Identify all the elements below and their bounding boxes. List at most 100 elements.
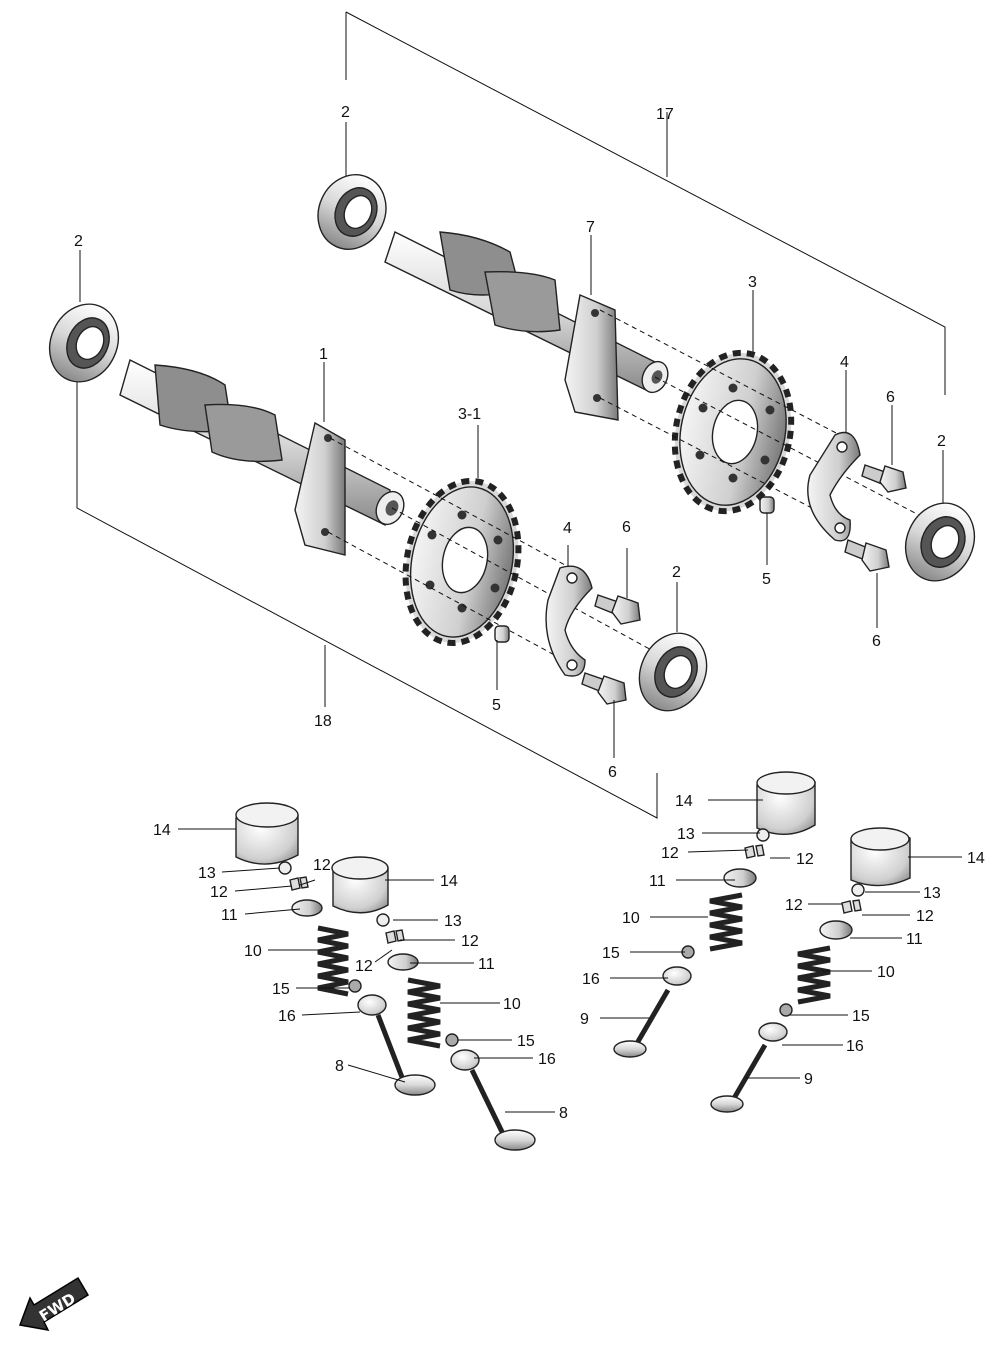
callout-13: 13: [198, 865, 216, 882]
cotter-2: [385, 929, 405, 944]
bucket-tappet-1: [235, 802, 299, 865]
retainer-3: [723, 868, 757, 888]
callout-12: 12: [313, 857, 331, 874]
shim-2: [376, 913, 390, 927]
callout-10: 10: [244, 943, 262, 960]
callout-11: 11: [906, 931, 923, 948]
callout-16: 16: [846, 1038, 864, 1055]
seal-2: [445, 1033, 459, 1047]
fwd-arrow-icon: FWD: [18, 1276, 90, 1332]
valve-intake-2: [469, 1068, 536, 1151]
callout-5: 5: [492, 697, 501, 714]
callout-labels: 2 17 2 7 3 1 4 6 2 3-1 4 6 5 2 6 5 6 18 …: [74, 104, 985, 1122]
bearing-lower-left: [48, 303, 120, 383]
bucket-tappet-4: [850, 827, 911, 887]
bearing-upper-right: [904, 502, 976, 582]
callout-16: 16: [538, 1051, 556, 1068]
spring-1: [317, 925, 349, 997]
seal-1: [348, 979, 362, 993]
pin-upper: [759, 496, 775, 514]
bracket-17: [345, 11, 946, 395]
bracket-18: [76, 378, 658, 819]
callout-12: 12: [461, 933, 479, 950]
callout-15: 15: [272, 981, 290, 998]
bucket-tappet-3: [756, 771, 816, 835]
callout-17: 17: [656, 106, 674, 123]
flange-lower: [294, 421, 346, 556]
callout-12: 12: [916, 908, 934, 925]
callout-16: 16: [582, 971, 600, 988]
sprocket-upper: [671, 349, 795, 515]
callout-7: 7: [586, 219, 595, 236]
callout-3-1: 3-1: [458, 406, 481, 423]
valve-intake-1: [375, 1014, 436, 1096]
valve-exhaust-1: [613, 988, 671, 1058]
callout-15: 15: [852, 1008, 870, 1025]
bolt-upper-a: [861, 464, 907, 493]
callout-12: 12: [355, 958, 373, 975]
bearing-lower-right: [638, 632, 708, 712]
callout-1: 1: [319, 346, 328, 363]
callout-14: 14: [440, 873, 458, 890]
plate-upper: [807, 431, 861, 542]
callout-2: 2: [937, 433, 946, 450]
pin-lower: [494, 625, 510, 643]
spring-4: [797, 945, 831, 1005]
cotter-4: [841, 899, 862, 914]
plate-lower: [545, 565, 593, 677]
bucket-tappet-2: [331, 856, 389, 914]
callout-15: 15: [517, 1033, 535, 1050]
callout-6: 6: [622, 519, 631, 536]
cotter-3: [744, 844, 765, 859]
flange-upper: [564, 294, 619, 421]
seat-4: [758, 1022, 788, 1042]
callout-14: 14: [967, 850, 985, 867]
callout-10: 10: [503, 996, 521, 1013]
callout-4: 4: [563, 520, 572, 537]
spring-3: [709, 892, 743, 952]
callout-10: 10: [622, 910, 640, 927]
retainer-1: [291, 899, 323, 917]
seat-3: [662, 966, 692, 986]
bolt-lower-b: [581, 672, 627, 705]
shim-1: [278, 861, 292, 875]
bearing-upper-left: [317, 174, 387, 250]
shim-3: [756, 828, 770, 842]
callout-11: 11: [649, 873, 666, 890]
callout-15: 15: [602, 945, 620, 962]
shim-4: [851, 883, 865, 897]
callout-2: 2: [341, 104, 350, 121]
seal-4: [779, 1003, 793, 1017]
callout-9: 9: [804, 1071, 813, 1088]
callout-18: 18: [314, 713, 332, 730]
callout-6: 6: [872, 633, 881, 650]
callout-16: 16: [278, 1008, 296, 1025]
callout-13: 13: [677, 826, 695, 843]
callout-14: 14: [153, 822, 171, 839]
callout-2: 2: [74, 233, 83, 250]
callout-12: 12: [210, 884, 228, 901]
retainer-2: [387, 953, 419, 971]
seat-2: [450, 1049, 480, 1071]
spring-2: [407, 977, 441, 1049]
callout-6: 6: [608, 764, 617, 781]
callout-13: 13: [923, 885, 941, 902]
callout-12: 12: [796, 851, 814, 868]
callout-11: 11: [221, 907, 238, 924]
callout-9: 9: [580, 1011, 589, 1028]
sprocket-lower: [402, 477, 522, 647]
callout-8: 8: [335, 1058, 344, 1075]
callout-12: 12: [661, 845, 679, 862]
callout-10: 10: [877, 964, 895, 981]
camshaft-upper: [384, 231, 669, 394]
valve-exhaust-2: [710, 1043, 768, 1113]
bolt-lower-a: [594, 594, 641, 625]
callout-8: 8: [559, 1105, 568, 1122]
callout-2: 2: [672, 564, 681, 581]
callout-4: 4: [840, 354, 849, 371]
callout-12: 12: [785, 897, 803, 914]
callout-3: 3: [748, 274, 757, 291]
callout-5: 5: [762, 571, 771, 588]
